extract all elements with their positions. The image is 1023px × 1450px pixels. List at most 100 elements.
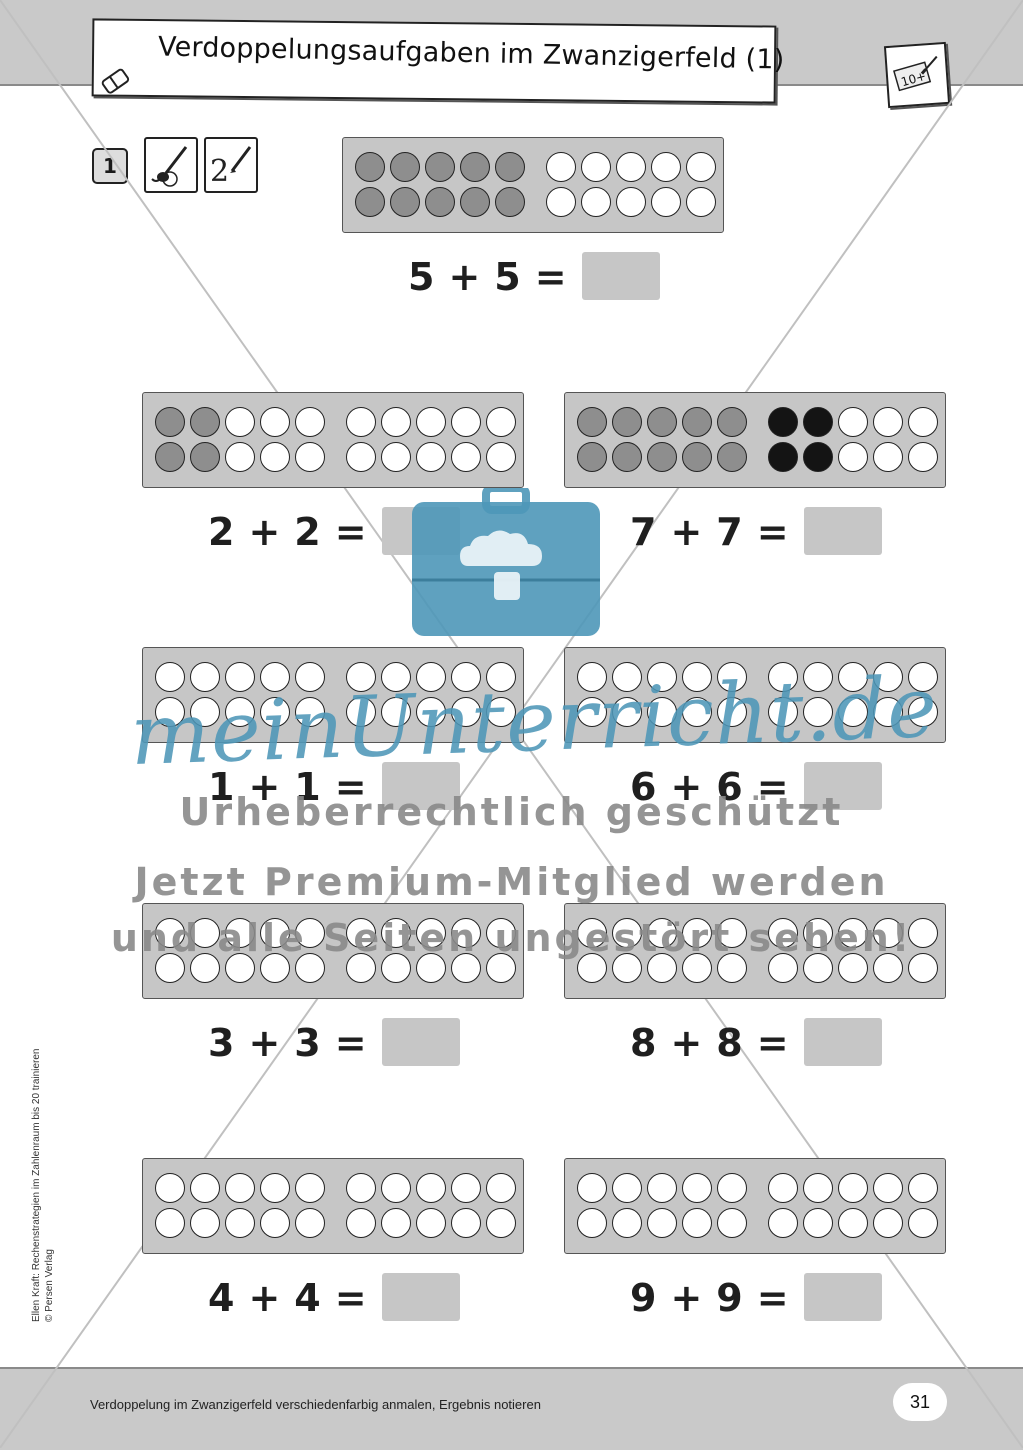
field-dot[interactable] [803, 918, 833, 948]
field-dot[interactable] [873, 918, 903, 948]
field-dot[interactable] [577, 1208, 607, 1238]
field-dot[interactable] [612, 1208, 642, 1238]
field-dot[interactable] [451, 407, 481, 437]
field-dot[interactable] [908, 918, 938, 948]
field-dot[interactable] [803, 953, 833, 983]
field-dot[interactable] [381, 662, 411, 692]
field-dot[interactable] [190, 1173, 220, 1203]
field-dot[interactable] [577, 407, 607, 437]
field-dot[interactable] [647, 953, 677, 983]
field-dot[interactable] [190, 1208, 220, 1238]
field-dot[interactable] [190, 697, 220, 727]
field-dot[interactable] [803, 442, 833, 472]
field-dot[interactable] [495, 187, 525, 217]
field-dot[interactable] [390, 187, 420, 217]
field-dot[interactable] [717, 442, 747, 472]
field-dot[interactable] [260, 407, 290, 437]
field-dot[interactable] [295, 407, 325, 437]
field-dot[interactable] [486, 442, 516, 472]
field-dot[interactable] [381, 1173, 411, 1203]
field-dot[interactable] [873, 1173, 903, 1203]
field-dot[interactable] [803, 1173, 833, 1203]
field-dot[interactable] [416, 442, 446, 472]
field-dot[interactable] [873, 407, 903, 437]
field-dot[interactable] [717, 1173, 747, 1203]
field-dot[interactable] [451, 953, 481, 983]
field-dot[interactable] [647, 1208, 677, 1238]
field-dot[interactable] [647, 662, 677, 692]
field-dot[interactable] [612, 662, 642, 692]
field-dot[interactable] [612, 953, 642, 983]
field-dot[interactable] [381, 1208, 411, 1238]
field-dot[interactable] [717, 953, 747, 983]
field-dot[interactable] [768, 1173, 798, 1203]
field-dot[interactable] [460, 152, 490, 182]
field-dot[interactable] [838, 407, 868, 437]
field-dot[interactable] [803, 1208, 833, 1238]
field-dot[interactable] [768, 442, 798, 472]
field-dot[interactable] [155, 407, 185, 437]
field-dot[interactable] [346, 953, 376, 983]
field-dot[interactable] [381, 918, 411, 948]
field-dot[interactable] [295, 1208, 325, 1238]
field-dot[interactable] [838, 1173, 868, 1203]
field-dot[interactable] [295, 697, 325, 727]
field-dot[interactable] [260, 442, 290, 472]
field-dot[interactable] [873, 697, 903, 727]
field-dot[interactable] [190, 662, 220, 692]
field-dot[interactable] [295, 918, 325, 948]
field-dot[interactable] [768, 407, 798, 437]
field-dot[interactable] [416, 1173, 446, 1203]
field-dot[interactable] [768, 918, 798, 948]
field-dot[interactable] [155, 918, 185, 948]
field-dot[interactable] [838, 442, 868, 472]
field-dot[interactable] [682, 662, 712, 692]
field-dot[interactable] [682, 442, 712, 472]
field-dot[interactable] [416, 1208, 446, 1238]
field-dot[interactable] [546, 187, 576, 217]
field-dot[interactable] [416, 407, 446, 437]
field-dot[interactable] [416, 662, 446, 692]
field-dot[interactable] [612, 442, 642, 472]
field-dot[interactable] [381, 697, 411, 727]
field-dot[interactable] [486, 662, 516, 692]
field-dot[interactable] [686, 187, 716, 217]
answer-box[interactable] [382, 1018, 460, 1066]
field-dot[interactable] [546, 152, 576, 182]
field-dot[interactable] [803, 407, 833, 437]
answer-box[interactable] [382, 1273, 460, 1321]
field-dot[interactable] [768, 697, 798, 727]
field-dot[interactable] [346, 662, 376, 692]
answer-box[interactable] [804, 507, 882, 555]
field-dot[interactable] [647, 407, 677, 437]
field-dot[interactable] [260, 1208, 290, 1238]
field-dot[interactable] [486, 953, 516, 983]
field-dot[interactable] [346, 407, 376, 437]
field-dot[interactable] [225, 953, 255, 983]
field-dot[interactable] [686, 152, 716, 182]
field-dot[interactable] [416, 953, 446, 983]
field-dot[interactable] [416, 918, 446, 948]
field-dot[interactable] [451, 697, 481, 727]
answer-box[interactable] [804, 762, 882, 810]
field-dot[interactable] [612, 697, 642, 727]
field-dot[interactable] [651, 187, 681, 217]
field-dot[interactable] [577, 918, 607, 948]
field-dot[interactable] [225, 918, 255, 948]
field-dot[interactable] [682, 918, 712, 948]
field-dot[interactable] [873, 442, 903, 472]
field-dot[interactable] [486, 918, 516, 948]
field-dot[interactable] [768, 662, 798, 692]
field-dot[interactable] [451, 442, 481, 472]
field-dot[interactable] [803, 662, 833, 692]
field-dot[interactable] [346, 918, 376, 948]
field-dot[interactable] [908, 697, 938, 727]
field-dot[interactable] [381, 442, 411, 472]
field-dot[interactable] [838, 697, 868, 727]
field-dot[interactable] [225, 662, 255, 692]
field-dot[interactable] [908, 407, 938, 437]
field-dot[interactable] [577, 697, 607, 727]
field-dot[interactable] [651, 152, 681, 182]
field-dot[interactable] [908, 953, 938, 983]
field-dot[interactable] [155, 697, 185, 727]
